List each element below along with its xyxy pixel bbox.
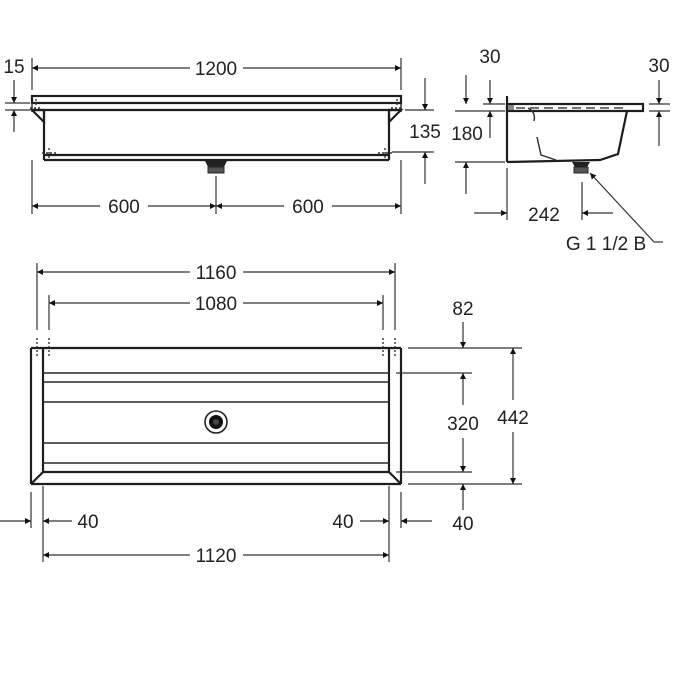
dim-bowl-depth-320: 320	[396, 372, 479, 473]
svg-text:180: 180	[451, 124, 483, 145]
dim-rim-30-right: 30	[648, 56, 670, 146]
dim-left-margin-40: 40	[0, 486, 99, 562]
dim-base-width-1120: 1120	[43, 546, 389, 567]
dim-overall-depth-442: 442	[408, 348, 529, 485]
dim-right-margin-40: 40	[332, 486, 432, 562]
svg-text:242: 242	[528, 205, 560, 226]
front-view-sink-body	[29, 94, 404, 162]
dim-bowl-depth-135: 135	[392, 78, 441, 184]
svg-text:15: 15	[3, 57, 24, 78]
plan-view: 1160 1080 82 320 442	[0, 263, 529, 567]
svg-text:600: 600	[108, 197, 140, 218]
svg-text:442: 442	[497, 408, 529, 429]
svg-text:30: 30	[479, 47, 500, 68]
svg-text:40: 40	[77, 512, 98, 533]
dim-rim-30-left: 30	[455, 47, 505, 138]
svg-text:1080: 1080	[195, 294, 237, 315]
svg-text:320: 320	[447, 414, 479, 435]
dim-outer-width-1160: 1160	[36, 263, 396, 330]
svg-text:600: 600	[292, 197, 324, 218]
dim-back-offset-82: 82	[408, 299, 522, 349]
front-view: 15 1200 135 600 600	[3, 57, 440, 218]
svg-text:1120: 1120	[196, 546, 237, 567]
dim-front-offset-40: 40	[452, 484, 474, 535]
svg-text:135: 135	[409, 122, 441, 143]
plan-view-drain-icon	[204, 410, 228, 434]
svg-text:40: 40	[452, 514, 473, 535]
svg-text:1160: 1160	[196, 263, 237, 284]
svg-text:1200: 1200	[195, 59, 237, 80]
svg-text:40: 40	[332, 512, 353, 533]
side-view: 30 180 30 242 G 1 1/2	[451, 47, 670, 255]
plan-view-sink-outline	[29, 338, 403, 486]
dim-inner-width-1080: 1080	[48, 294, 384, 330]
dim-rim-height-15: 15	[3, 57, 30, 132]
dim-overall-width-1200: 1200	[31, 58, 402, 90]
svg-text:G 1 1/2 B: G 1 1/2 B	[566, 234, 646, 255]
svg-text:30: 30	[648, 56, 669, 77]
drain-thread-callout: G 1 1/2 B	[566, 172, 663, 255]
dim-height-180: 180	[451, 75, 505, 194]
front-view-drain-outlet-icon	[205, 161, 227, 174]
side-view-sink-profile	[505, 96, 645, 174]
svg-text:82: 82	[452, 299, 473, 320]
dim-drain-offset-242: 242	[474, 168, 613, 226]
dim-drain-position-600-600: 600 600	[31, 160, 402, 218]
